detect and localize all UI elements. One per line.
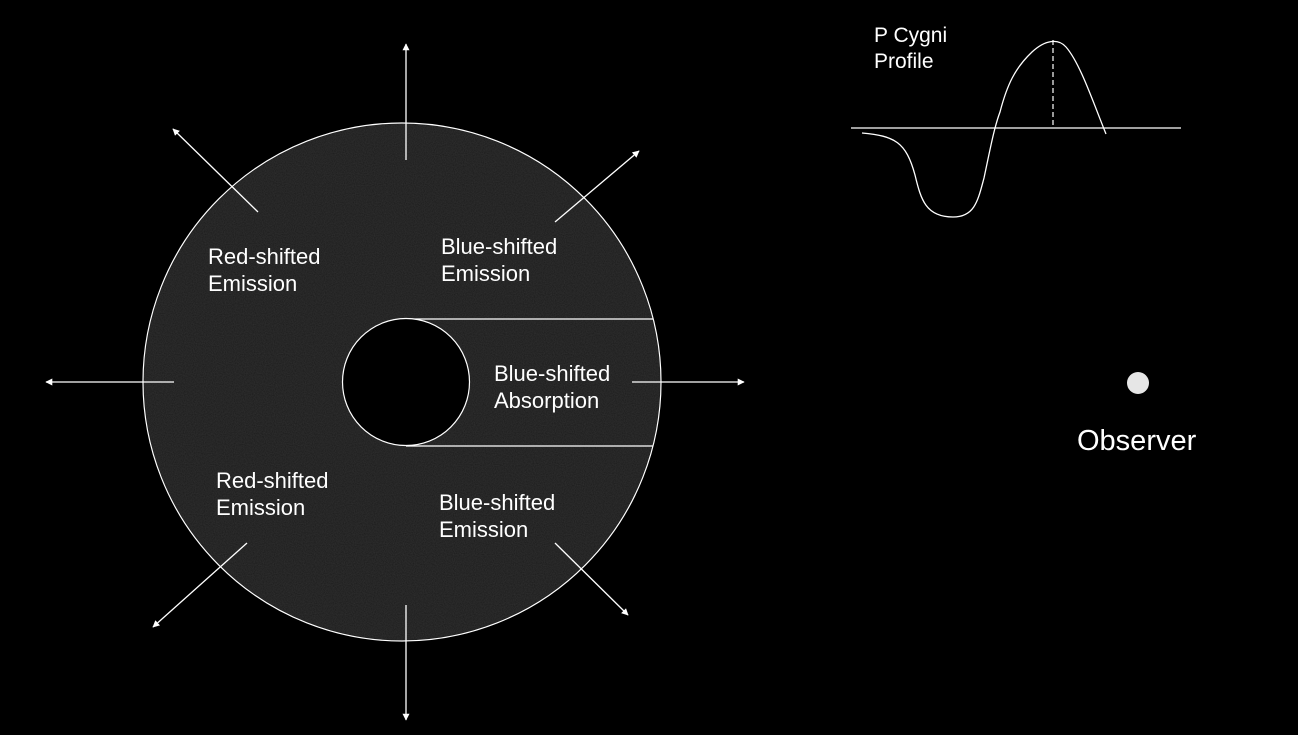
observer-label: Observer <box>1077 425 1197 457</box>
label-lower-left-red-shifted-emission: Red-shifted Emission <box>216 468 329 521</box>
label-lower-right-blue-shifted-emission: Blue-shifted Emission <box>439 490 556 543</box>
wind-arrow-up-left <box>172 128 259 213</box>
label-upper-right-blue-shifted-emission: Blue-shifted Emission <box>441 234 558 287</box>
observer-dot-icon <box>1127 372 1149 394</box>
label-upper-left-red-shifted-emission: Red-shifted Emission <box>208 244 321 297</box>
wind-arrow-down-right <box>554 542 629 616</box>
wind-arrow-up-right <box>554 150 640 223</box>
profile-title: P Cygni Profile <box>874 24 948 73</box>
label-blue-shifted-absorption: Blue-shifted Absorption <box>494 361 611 414</box>
wind-arrow-down-left <box>152 542 248 628</box>
profile-curve <box>861 40 1107 218</box>
central-star <box>341 317 471 447</box>
